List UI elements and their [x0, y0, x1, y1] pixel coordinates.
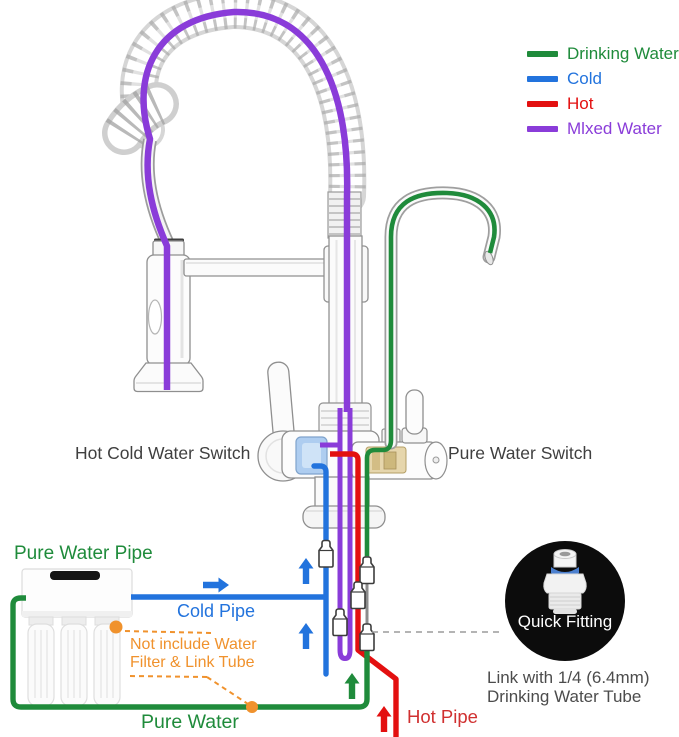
quick-fitting-connector-icon: [359, 623, 375, 652]
legend-item-mixed-water: Mlxed Water: [527, 116, 679, 141]
not-included-note: Not include Water Filter & Link Tube: [130, 636, 257, 672]
quick-fitting-badge: [505, 541, 625, 661]
cold-pipe-label: Cold Pipe: [177, 601, 256, 621]
legend-label: Mlxed Water: [567, 118, 662, 138]
quick-fitting-connector-icon: [359, 556, 375, 585]
note-line-1: Not include Water: [130, 636, 257, 653]
quick-fitting-caption-line-1: Link with 1/4 (6.4mm): [487, 668, 650, 687]
filter-slot: [50, 571, 100, 580]
quick-fitting-photo-icon: [543, 549, 587, 614]
hot-flow-arrow-icon: [376, 706, 392, 732]
note-dot: [246, 701, 258, 713]
cold-flow-arrow-icon: [298, 558, 314, 584]
legend-label: Cold: [567, 68, 602, 88]
hot-swatch: [527, 100, 558, 107]
cold-flow-arrow-icon: [203, 577, 229, 593]
pure-water-label: Pure Water: [141, 711, 239, 733]
legend-label: Drinking Water: [567, 43, 679, 63]
faucet-base: [302, 476, 386, 529]
pure-flow-arrow-icon: [344, 673, 360, 699]
pure-water-handle: [405, 389, 424, 435]
mixed-water-swatch: [527, 125, 558, 132]
note-line-2: Filter & Link Tube: [130, 654, 255, 671]
hot-pipe-label: Hot Pipe: [407, 706, 478, 727]
legend-label: Hot: [567, 93, 594, 113]
cold-water-line: [131, 463, 329, 677]
legend-item-cold: Cold: [527, 66, 679, 91]
pure-water-switch-label: Pure Water Switch: [448, 443, 593, 463]
drinking-water-swatch: [527, 50, 558, 57]
legend: Drinking Water Cold Hot Mlxed Water: [527, 41, 679, 141]
filter-cartridge: [27, 616, 55, 707]
quick-fitting-badge-label: Quick Fitting: [517, 612, 613, 631]
water-filter-illustration: [21, 568, 133, 707]
hot-cold-water-switch-label: Hot Cold Water Switch: [75, 443, 251, 463]
note-annotation-lines: [109, 620, 258, 713]
cold-swatch: [527, 75, 558, 82]
quick-fitting-caption: Link with 1/4 (6.4mm) Drinking Water Tub…: [487, 668, 650, 706]
spring-coil: [102, 0, 367, 215]
mixed-water-line: [140, 8, 353, 661]
quick-fitting-caption-line-2: Drinking Water Tube: [487, 686, 642, 706]
legend-item-drinking-water: Drinking Water: [527, 41, 679, 66]
pure-water-pipe-label: Pure Water Pipe: [14, 543, 153, 564]
note-dot: [109, 620, 123, 634]
filter-cartridge: [93, 616, 121, 707]
cold-flow-arrow-icon: [298, 623, 314, 649]
quick-fitting-connector-icon: [350, 581, 366, 610]
quick-fitting-connector-icon: [332, 608, 348, 637]
legend-item-hot: Hot: [527, 91, 679, 116]
drinking-water-line: [10, 190, 497, 710]
filter-cartridge: [60, 616, 88, 707]
quick-fitting-connector-icon: [318, 539, 334, 568]
